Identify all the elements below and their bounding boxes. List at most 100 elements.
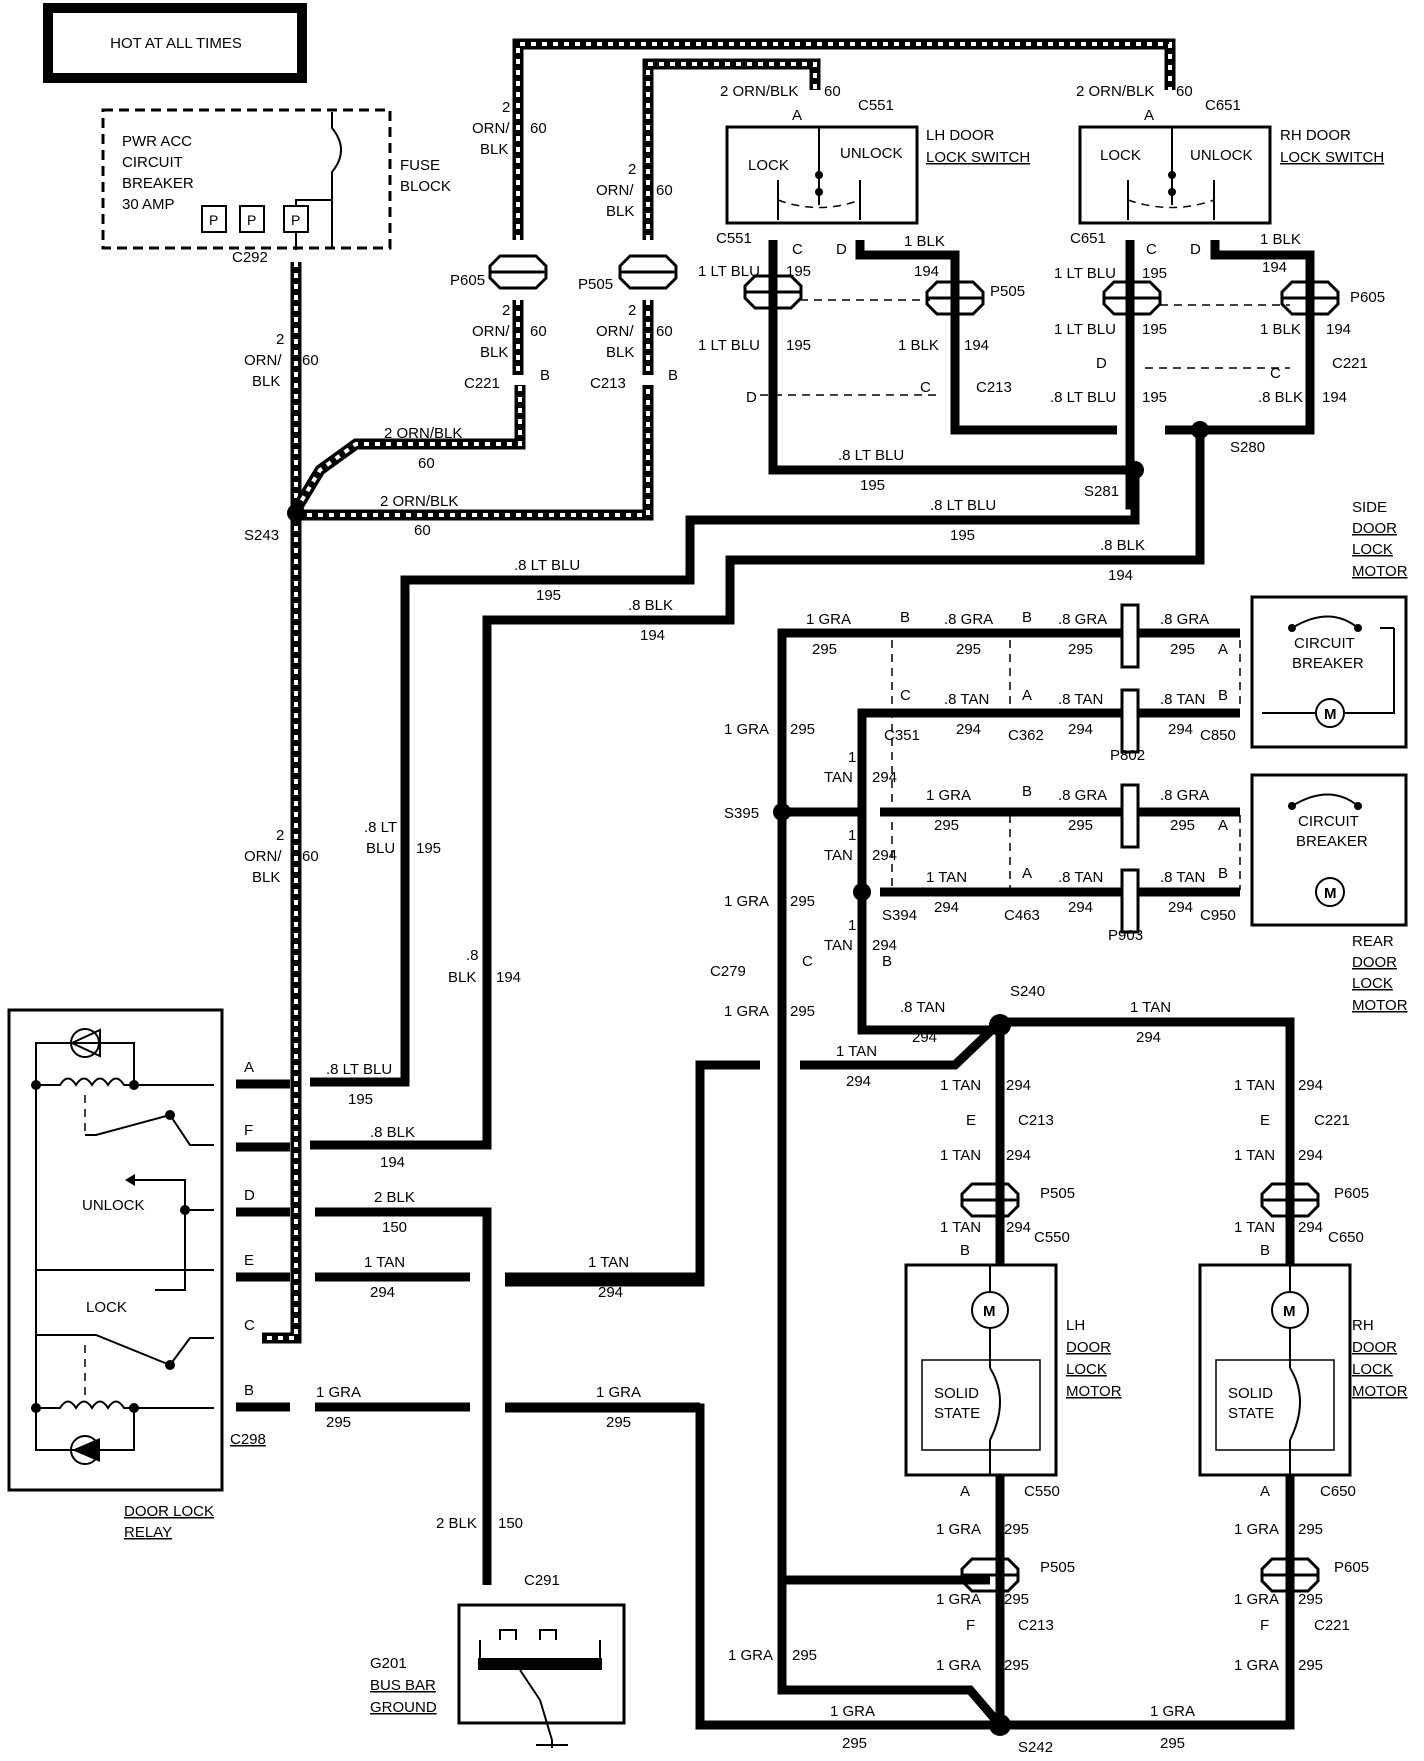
svg-text:C213: C213 [590, 375, 626, 392]
splice-s395 [773, 803, 791, 821]
svg-text:C: C [244, 1317, 255, 1334]
svg-text:P605: P605 [1350, 289, 1385, 306]
svg-text:295: 295 [1170, 817, 1195, 834]
svg-text:60: 60 [414, 522, 431, 539]
svg-text:294: 294 [1298, 1077, 1323, 1094]
svg-text:E: E [966, 1112, 976, 1129]
svg-text:.8 LT BLU: .8 LT BLU [514, 557, 580, 574]
svg-text:294: 294 [1068, 899, 1093, 916]
lh-door-lock-motor: M SOLID STATE LH DOOR LOCK MOTOR C550 C5… [904, 1229, 1122, 1500]
svg-text:P505: P505 [578, 276, 613, 293]
svg-text:P: P [209, 212, 218, 228]
svg-text:295: 295 [792, 1647, 817, 1664]
svg-text:C221: C221 [464, 375, 500, 392]
svg-text:60: 60 [656, 323, 673, 340]
svg-text:1 GRA: 1 GRA [596, 1384, 641, 1401]
svg-text:194: 194 [914, 263, 939, 280]
svg-text:2 ORN/BLK: 2 ORN/BLK [384, 425, 462, 442]
svg-text:2: 2 [502, 302, 510, 319]
svg-text:294: 294 [370, 1284, 395, 1301]
svg-text:1 TAN: 1 TAN [836, 1043, 877, 1060]
svg-text:A: A [1218, 641, 1228, 658]
svg-text:60: 60 [302, 848, 319, 865]
svg-text:C: C [792, 241, 803, 258]
splice-s240 [989, 1014, 1011, 1036]
svg-text:ORN/: ORN/ [596, 323, 634, 340]
svg-text:RH: RH [1352, 1317, 1374, 1334]
svg-text:LOCK: LOCK [1352, 975, 1393, 992]
svg-text:BLK: BLK [252, 869, 280, 886]
p-terminal [283, 205, 309, 233]
svg-text:1 GRA: 1 GRA [936, 1521, 981, 1538]
svg-text:SIDE: SIDE [1352, 499, 1387, 516]
svg-text:295: 295 [1004, 1521, 1029, 1538]
svg-text:LH: LH [1066, 1317, 1085, 1334]
svg-text:294: 294 [872, 769, 897, 786]
svg-text:1 TAN: 1 TAN [588, 1254, 629, 1271]
svg-text:B: B [882, 953, 892, 970]
svg-text:LOCK SWITCH: LOCK SWITCH [1280, 149, 1384, 166]
svg-text:1 TAN: 1 TAN [940, 1077, 981, 1094]
svg-text:1 LT BLU: 1 LT BLU [1054, 265, 1116, 282]
c292-label: C292 [232, 249, 268, 266]
svg-text:ORN/: ORN/ [244, 848, 282, 865]
splice-s242 [989, 1714, 1011, 1736]
svg-text:A: A [1144, 107, 1154, 124]
svg-text:C213: C213 [1018, 1617, 1054, 1634]
svg-text:.8 TAN: .8 TAN [1058, 869, 1103, 886]
svg-text:.8 BLK: .8 BLK [1100, 537, 1145, 554]
svg-text:LOCK: LOCK [1066, 1361, 1107, 1378]
svg-text:C221: C221 [1314, 1112, 1350, 1129]
svg-text:A: A [244, 1059, 254, 1076]
p-terminal [201, 205, 227, 233]
svg-text:294: 294 [956, 721, 981, 738]
svg-text:2 ORN/BLK: 2 ORN/BLK [1076, 83, 1154, 100]
svg-text:1 GRA: 1 GRA [316, 1384, 361, 1401]
svg-text:B: B [668, 367, 678, 384]
svg-text:BREAKER: BREAKER [1296, 833, 1368, 850]
svg-text:MOTOR: MOTOR [1352, 997, 1408, 1014]
svg-text:D: D [746, 389, 757, 406]
relay-wires: .8 LT BLU 195 .8 BLK 194 2 BLK 150 1 TAN… [236, 1061, 700, 1585]
svg-text:P605: P605 [1334, 1185, 1369, 1202]
splice-s281 [1126, 461, 1144, 479]
svg-text:TAN: TAN [824, 769, 853, 786]
svg-text:1 LT BLU: 1 LT BLU [1054, 321, 1116, 338]
svg-text:1 GRA: 1 GRA [1234, 1591, 1279, 1608]
svg-text:P505: P505 [990, 283, 1025, 300]
svg-text:C: C [920, 379, 931, 396]
lh-door-lock-switch: LOCK UNLOCK C551 A LH DOOR LOCK SWITCH C… [716, 97, 1030, 258]
svg-text:A: A [960, 1483, 970, 1500]
motor-wires [505, 628, 1295, 1585]
svg-text:295: 295 [790, 721, 815, 738]
svg-text:294: 294 [598, 1284, 623, 1301]
fuse-block: PWR ACC CIRCUIT BREAKER 30 AMP FUSE BLOC… [101, 108, 451, 266]
svg-text:295: 295 [326, 1414, 351, 1431]
svg-text:B: B [1218, 687, 1228, 704]
svg-text:294: 294 [934, 899, 959, 916]
svg-text:MOTOR: MOTOR [1352, 563, 1408, 580]
svg-text:295: 295 [956, 641, 981, 658]
svg-text:30 AMP: 30 AMP [122, 196, 175, 213]
svg-text:LOCK: LOCK [1100, 147, 1141, 164]
svg-text:.8 BLK: .8 BLK [370, 1124, 415, 1141]
svg-text:1 GRA: 1 GRA [1234, 1521, 1279, 1538]
svg-text:295: 295 [790, 1003, 815, 1020]
svg-text:A: A [1022, 865, 1032, 882]
svg-text:BLK: BLK [448, 969, 476, 986]
switch-wire-labels: 1 LT BLU 195 1 BLK 194 P505 1 LT BLU 195… [364, 231, 1385, 986]
svg-text:G201: G201 [370, 1655, 407, 1672]
svg-text:2 BLK: 2 BLK [374, 1189, 415, 1206]
svg-text:.8 LT BLU: .8 LT BLU [930, 497, 996, 514]
splice-s394 [853, 883, 871, 901]
svg-text:M: M [1324, 885, 1337, 902]
svg-text:BLK: BLK [252, 373, 280, 390]
svg-text:BREAKER: BREAKER [122, 175, 194, 192]
svg-text:BLK: BLK [606, 203, 634, 220]
hot-wire-labels: S243 2 ORN/ 60 BLK 2 ORN/ 60 BLK 2 ORN/B… [244, 83, 1193, 886]
svg-text:1 BLK: 1 BLK [1260, 231, 1301, 248]
svg-text:.8 TAN: .8 TAN [1160, 691, 1205, 708]
svg-text:C: C [802, 953, 813, 970]
svg-text:1 GRA: 1 GRA [936, 1657, 981, 1674]
